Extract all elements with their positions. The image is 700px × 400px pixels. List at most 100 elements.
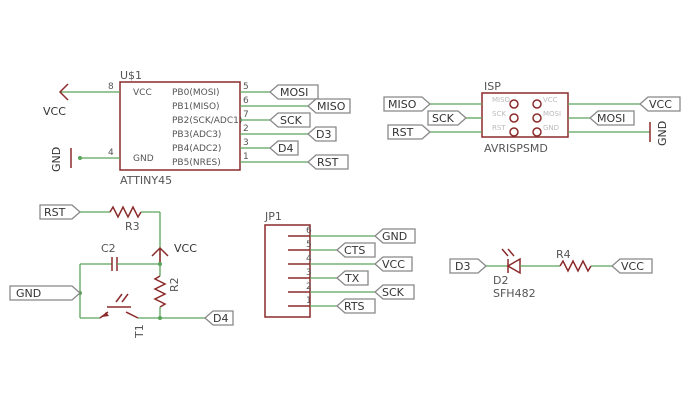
isp-pad <box>509 127 519 137</box>
net-flag-led-d3 <box>449 258 487 274</box>
net-flag-isp-mosi <box>589 110 635 126</box>
isp-pin-rst: RST <box>492 124 506 132</box>
isp-part: AVRISPSMD <box>484 142 548 155</box>
u1-pin-gnd: GND <box>133 154 154 164</box>
net-flag-isp-vcc <box>639 96 681 112</box>
isp-pin-gnd: GND <box>543 124 559 132</box>
net-label-isp-vcc: VCC <box>649 98 672 111</box>
u1-pin-num-2: 2 <box>243 124 249 134</box>
u1-pin-num-6: 6 <box>243 96 249 106</box>
net-label-isp-mosi: MOSI <box>597 112 625 125</box>
net-label-isp-sck: SCK <box>432 112 455 125</box>
isp-pad <box>509 99 519 109</box>
u1-ref: U$1 <box>120 69 142 82</box>
gnd-label-u1: GND <box>50 147 63 172</box>
sensor-circuit: RST R3 VCC C2 GND R2 <box>9 204 234 339</box>
net-label-mosi: MOSI <box>280 86 308 99</box>
u1-pin-pb5: PB5(NRES) <box>172 158 221 168</box>
net-flag-isp-sck <box>427 110 467 126</box>
net-flag-isp-miso <box>383 96 431 112</box>
isp-pad <box>532 99 542 109</box>
net-label-d4-sensor: D4 <box>213 312 228 325</box>
net-label-d3: D3 <box>316 128 331 141</box>
net-label-miso: MISO <box>317 100 346 113</box>
net-label-jp1-sck: SCK <box>382 286 405 299</box>
vcc-label-u1: VCC <box>43 105 66 118</box>
net-label-jp1-vcc: VCC <box>382 258 405 271</box>
u1-part: ATTINY45 <box>120 174 172 187</box>
c2-label: C2 <box>101 242 116 255</box>
net-flag-jp1-tx <box>336 270 369 286</box>
u1-attiny45: U$1 ATTINY45 8 4 VCC GND PB0(MOSI) PB1(M… <box>60 69 351 187</box>
u1-pin-pb2: PB2(SCK/ADC1) <box>172 116 242 126</box>
d2-part: SFH482 <box>493 287 536 300</box>
isp-pin-sck: SCK <box>492 110 506 118</box>
jp1-ref: JP1 <box>264 210 282 223</box>
net-label-jp1-gnd: GND <box>382 230 407 243</box>
net-flag-rst-sensor <box>39 204 81 220</box>
jp1-pin-num-4: 4 <box>306 254 312 264</box>
net-flag-d4-sensor <box>204 310 234 326</box>
net-label-sck: SCK <box>280 114 303 127</box>
net-flag-jp1-vcc <box>374 256 413 272</box>
r4-label: R4 <box>556 248 571 261</box>
net-flag-d4 <box>269 140 299 156</box>
isp-pin-mosi: MOSI <box>543 110 561 118</box>
isp-body <box>481 92 569 138</box>
net-flag-miso <box>307 98 351 114</box>
net-label-jp1-cts: CTS <box>344 244 365 257</box>
r3-label: R3 <box>125 220 140 233</box>
vcc-symbol-u1: VCC <box>43 83 69 118</box>
jp1-pin-num-2: 2 <box>306 282 312 292</box>
u1-pin-pb0: PB0(MOSI) <box>172 88 220 98</box>
net-flag-jp1-gnd <box>374 228 416 244</box>
u1-pin-num-vcc: 8 <box>108 82 114 92</box>
net-flag-jp1-cts <box>336 242 376 258</box>
net-label-led-vcc: VCC <box>621 260 644 273</box>
net-flag-mosi <box>269 84 319 100</box>
net-label-rst-sensor: RST <box>44 206 66 219</box>
u1-pin-num-7: 7 <box>243 110 249 120</box>
net-label-jp1-tx: TX <box>344 272 360 285</box>
net-flag-led-vcc <box>611 258 653 274</box>
isp-pad <box>532 127 542 137</box>
jp1-pin-num-5: 5 <box>306 240 312 250</box>
net-label-isp-miso: MISO <box>388 98 417 111</box>
gnd-symbol-u1: GND <box>50 147 82 172</box>
light-emit-icon <box>501 248 509 257</box>
light-emit-icon <box>507 248 515 257</box>
net-flag-sck <box>269 112 311 128</box>
net-label-rst: RST <box>317 156 339 169</box>
junction-dot <box>78 156 82 160</box>
d2-label: D2 <box>493 274 508 287</box>
net-label-gnd-sensor: GND <box>16 287 41 300</box>
u1-pin-pb4: PB4(ADC2) <box>172 144 221 154</box>
junction-dot <box>158 316 162 320</box>
jp1-body <box>264 224 311 318</box>
t1-label: T1 <box>133 324 146 339</box>
jp1-pin-num-1: 1 <box>306 296 312 306</box>
u1-body <box>119 81 241 171</box>
vcc-label-sensor: VCC <box>174 242 197 255</box>
isp-connector: ISP AVRISPSMD MISO SCK RST VCC MOSI GND … <box>383 80 681 155</box>
net-flag-isp-rst <box>387 124 431 140</box>
net-label-led-d3: D3 <box>455 260 470 273</box>
light-arrow-icon <box>121 293 129 303</box>
jp1-pin-num-6: 6 <box>306 226 312 236</box>
isp-pin-miso: MISO <box>492 96 511 104</box>
jp1-header: JP1 6 5 4 3 2 1 GND CTS VCC TX SCK RTS <box>264 210 416 318</box>
u1-pin-num-3: 3 <box>243 138 249 148</box>
net-flag-gnd-sensor <box>9 285 81 301</box>
u1-pin-num-1: 1 <box>243 152 249 162</box>
resistor-r2 <box>153 275 167 308</box>
u1-pin-num-5: 5 <box>243 82 249 92</box>
isp-pad <box>532 113 542 123</box>
isp-pad <box>509 113 519 123</box>
gnd-label-isp: GND <box>656 121 669 146</box>
led-circuit: D3 D2 SFH482 R4 VCC <box>449 248 653 300</box>
u1-pin-pb3: PB3(ADC3) <box>172 130 221 140</box>
light-arrow-icon <box>115 293 123 303</box>
net-flag-d3 <box>307 126 337 142</box>
net-label-d4: D4 <box>278 142 293 155</box>
